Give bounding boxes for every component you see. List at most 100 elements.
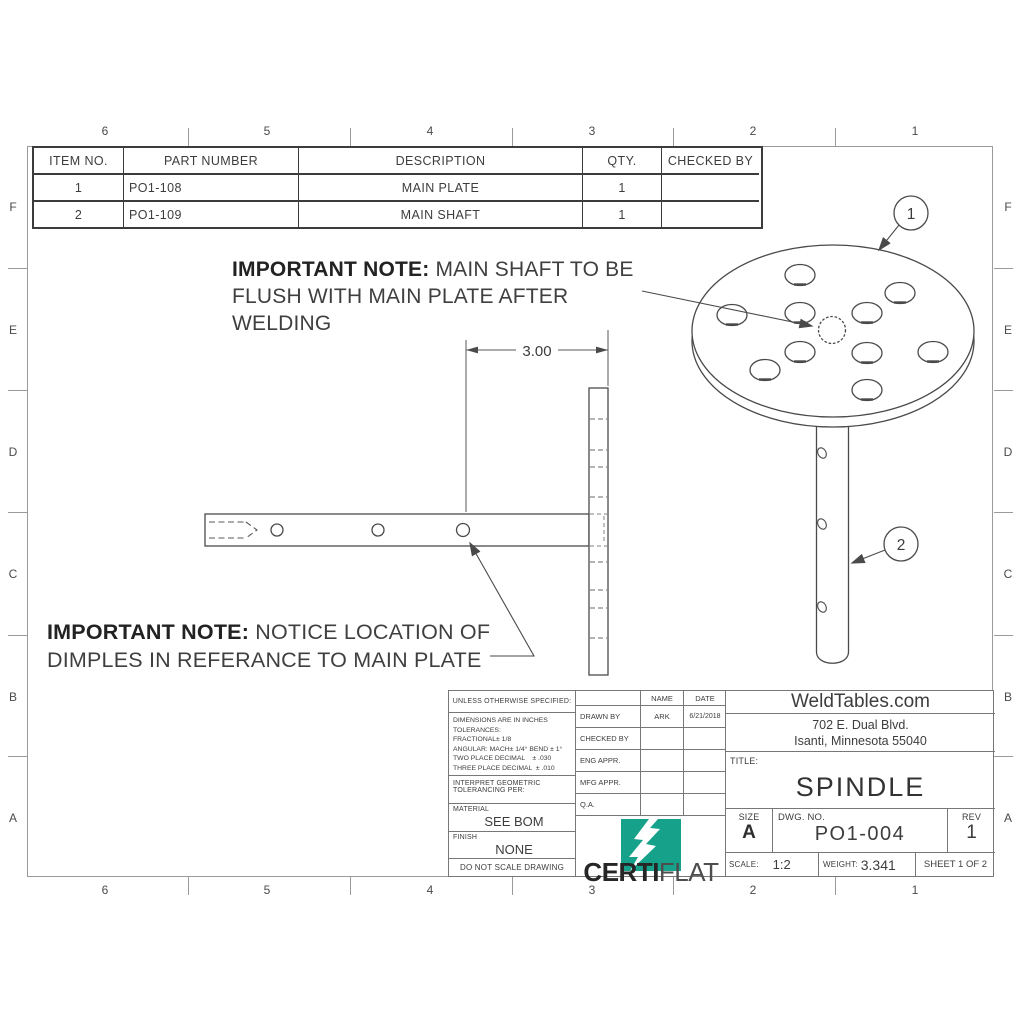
zone-tick [188, 877, 189, 895]
zone-row-right: E [1003, 323, 1013, 337]
note1-line2: FLUSH WITH MAIN PLATE AFTER WELDING [232, 285, 569, 335]
shaft-hidden-in-plate [590, 513, 607, 547]
lightning-bolt-icon [629, 819, 660, 871]
zone-col-bottom: 1 [911, 883, 919, 897]
zone-row-left: A [8, 811, 18, 825]
tolerance-line: TOLERANCES: [453, 726, 501, 734]
approval-label: CHECKED BY [576, 728, 641, 750]
dimension-text: 3.00 [522, 343, 551, 360]
bom-cell-qty: 1 [583, 202, 662, 227]
rev-value: 1 [966, 822, 977, 843]
plate-hidden-hole-lines [590, 418, 607, 639]
approval-date [684, 772, 726, 794]
scale-value: 1:2 [772, 857, 791, 872]
zone-tick [994, 268, 1013, 269]
size-cell: SIZE A [726, 809, 773, 853]
side-view-shaft [204, 513, 590, 547]
zone-tick [8, 635, 27, 636]
do-not-scale-cell: DO NOT SCALE DRAWING [449, 859, 576, 876]
shaft-dimple [817, 601, 827, 613]
approval-label: MFG APPR. [576, 772, 641, 794]
approval-label: ENG APPR. [576, 750, 641, 772]
zone-tick [835, 128, 836, 146]
zone-tick [994, 512, 1013, 513]
dimple-hole [371, 523, 385, 537]
zone-col-top: 3 [588, 124, 596, 138]
interpret-cell: INTERPRET GEOMETRIC TOLERANCING PER: [449, 776, 576, 804]
zone-tick [994, 390, 1013, 391]
tolerance-line: THREE PLACE DECIMAL ± .010 [453, 764, 555, 772]
note2-line2: DIMPLES IN REFERANCE TO MAIN PLATE [47, 648, 482, 672]
approval-name: ARK [641, 706, 684, 728]
balloon-1 [893, 195, 929, 231]
approval-date [684, 728, 726, 750]
certiflat-logo: CERTIFLAT [576, 816, 726, 887]
bom-cell-desc: MAIN PLATE [299, 175, 583, 202]
size-value: A [742, 822, 756, 843]
zone-col-top: 5 [263, 124, 271, 138]
tolerance-line: FRACTIONAL± 1/8 [453, 736, 512, 743]
shaft-dimple [817, 518, 827, 530]
zone-tick [188, 128, 189, 146]
finish-value: NONE [495, 842, 533, 857]
bom-header-cell: ITEM NO. [34, 148, 124, 175]
bom-cell-checked [662, 202, 759, 227]
plate-hole [784, 340, 816, 364]
drawing-title: SPINDLE [795, 772, 926, 802]
material-cell: MATERIAL SEE BOM [449, 804, 576, 832]
bom-header-cell: PART NUMBER [124, 148, 299, 175]
plate-hole [851, 341, 883, 365]
title-block: UNLESS OTHERWISE SPECIFIED: DIMENSIONS A… [448, 690, 995, 887]
approvals-header-empty [576, 691, 641, 706]
zone-col-bottom: 5 [263, 883, 271, 897]
important-note-2: IMPORTANT NOTE: NOTICE LOCATION OF DIMPL… [47, 618, 527, 674]
tapped-hole-hidden-lines [209, 521, 258, 539]
approval-name [641, 794, 684, 816]
rev-cell: REV 1 [948, 809, 995, 853]
approval-date [684, 794, 726, 816]
bom-cell-part: PO1-108 [124, 175, 299, 202]
address-cell: 702 E. Dual Blvd. Isanti, Minnesota 5504… [726, 714, 995, 752]
zone-col-top: 2 [749, 124, 757, 138]
title-cell: TITLE: SPINDLE [726, 752, 995, 809]
zone-row-left: C [8, 567, 18, 581]
plate-holes [716, 263, 949, 402]
zone-tick [835, 877, 836, 895]
approval-label: Q.A. [576, 794, 641, 816]
approvals-header-date: DATE [684, 691, 726, 706]
dwg-no-value: PO1-004 [814, 823, 906, 845]
company-name: WeldTables.com [790, 691, 931, 712]
zone-tick [512, 128, 513, 146]
zone-row-right: A [1003, 811, 1013, 825]
approval-name [641, 750, 684, 772]
plate-hole [884, 281, 916, 305]
iso-main-shaft [815, 415, 850, 664]
zone-row-left: E [8, 323, 18, 337]
bom-cell-item: 1 [34, 175, 124, 202]
dwg-no-cell: DWG. NO. PO1-004 [773, 809, 948, 853]
material-value: SEE BOM [484, 814, 544, 829]
sheet-cell: SHEET 1 OF 2 [916, 853, 995, 876]
note1-leader [641, 290, 814, 329]
note2-leader [469, 541, 535, 657]
tolerance-line: TWO PLACE DECIMAL ± .030 [453, 755, 552, 762]
company-cell: WeldTables.com [726, 691, 995, 714]
tolerance-line: DIMENSIONS ARE IN INCHES [453, 717, 548, 724]
note2-line1: NOTICE LOCATION OF [249, 620, 491, 644]
zone-row-left: F [9, 200, 17, 214]
zone-col-top: 4 [426, 124, 434, 138]
zone-row-left: B [8, 690, 18, 704]
important-note-1: IMPORTANT NOTE: MAIN SHAFT TO BE FLUSH W… [232, 256, 662, 337]
plate-hole [784, 263, 816, 287]
zone-col-top: 6 [101, 124, 109, 138]
certiflat-logo-mark [621, 819, 681, 871]
zone-col-bottom: 4 [426, 883, 434, 897]
bom-cell-item: 2 [34, 202, 124, 227]
approval-date [684, 750, 726, 772]
plate-hole [851, 301, 883, 325]
zone-tick [8, 268, 27, 269]
zone-tick [8, 512, 27, 513]
zone-row-left: D [8, 445, 18, 459]
